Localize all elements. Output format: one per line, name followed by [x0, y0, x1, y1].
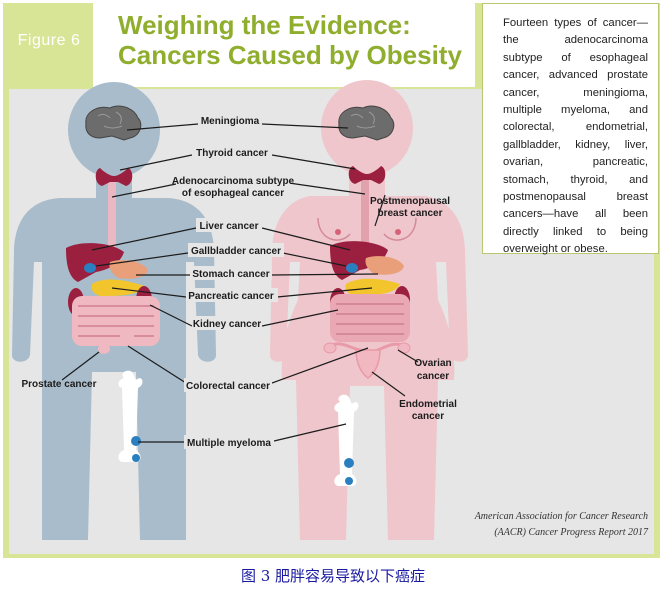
male-marrow-2	[132, 454, 140, 462]
leader-lines	[61, 123, 419, 443]
label-endometrial-line1: Endometrial	[399, 399, 457, 410]
line-thyroid-female	[271, 154, 356, 170]
line-meningioma-female	[261, 123, 349, 129]
label-pancreatic: Pancreatic cancer	[188, 291, 274, 302]
label-liver: Liver cancer	[200, 221, 259, 232]
male-body	[12, 198, 216, 540]
line-kidney-female	[261, 309, 339, 327]
female-brain-folds	[350, 111, 376, 129]
male-prostate	[98, 344, 110, 354]
female-intestines	[330, 294, 410, 342]
label-kidney: Kidney cancer	[193, 319, 261, 330]
male-stomach	[109, 260, 148, 279]
label-stomach: Stomach cancer	[192, 269, 269, 280]
line-stomach-female	[271, 273, 379, 276]
figure-caption: 图 3 肥胖容易导致以下癌症	[240, 567, 426, 585]
source-credit: American Association for Cancer Research…	[420, 509, 648, 541]
label-breast-line2: breast cancer	[377, 208, 442, 219]
female-esophagus	[361, 180, 369, 258]
line-meningioma-male	[126, 123, 199, 131]
line-endometrial	[371, 371, 406, 397]
female-figure	[270, 80, 468, 540]
female-gallbladder	[346, 263, 358, 273]
male-liver	[66, 243, 124, 282]
male-esophagus	[108, 180, 116, 258]
female-liver	[330, 241, 388, 280]
label-meningioma: Meningioma	[201, 116, 260, 127]
female-thyroid	[348, 166, 386, 184]
label-ovarian-line1: Ovarian	[414, 358, 451, 369]
line-colorectal-female	[271, 347, 369, 384]
male-pancreas	[91, 279, 144, 296]
line-pancreatic-male	[111, 287, 187, 298]
label-endometrial-line2: cancer	[412, 411, 444, 422]
male-femur	[118, 370, 143, 462]
line-kidney-male	[149, 304, 193, 327]
line-thyroid-male	[119, 154, 193, 171]
male-marrow-1	[131, 436, 141, 446]
source-line-1: American Association for Cancer Research	[474, 511, 648, 522]
female-marrow-2	[345, 477, 353, 485]
source-line-2: (AACR) Cancer Progress Report 2017	[494, 527, 648, 538]
label-myeloma: Multiple myeloma	[187, 438, 271, 449]
label-adeno-line2: of esophageal cancer	[182, 188, 284, 199]
label-colorectal: Colorectal cancer	[186, 381, 270, 392]
label-adeno-line1: Adenocarcinoma subtype	[172, 176, 295, 187]
title-line-2: Cancers Caused by Obesity	[118, 40, 462, 70]
figure-label: Figure 6	[17, 32, 81, 49]
line-adeno-female	[288, 182, 366, 195]
male-figure	[12, 82, 216, 540]
label-gallbladder: Gallbladder cancer	[191, 246, 281, 257]
line-liver-male	[91, 227, 197, 251]
male-colon-stub	[120, 330, 134, 346]
line-myeloma-female	[273, 423, 347, 442]
title-box	[93, 3, 475, 87]
male-brain	[85, 105, 142, 141]
label-breast-line1: Postmenopausal	[370, 196, 450, 207]
line-breast	[374, 194, 386, 227]
line-gallbladder-male	[95, 252, 189, 267]
female-femur	[334, 394, 359, 486]
line-prostate	[61, 351, 100, 381]
title-line-1: Weighing the Evidence:	[118, 10, 411, 40]
description-box: Fourteen types of cancer—the adenocarcin…	[482, 3, 659, 256]
line-colorectal-male	[127, 345, 187, 384]
male-gallbladder	[84, 263, 96, 273]
female-stomach	[365, 256, 404, 275]
female-marrow-1	[344, 458, 354, 468]
female-breasts	[317, 217, 417, 241]
line-gallbladder-female	[282, 252, 347, 267]
description-text: Fourteen types of cancer—the adenocarcin…	[503, 17, 648, 256]
female-intestine-folds	[336, 303, 404, 335]
line-adeno-male	[111, 183, 177, 198]
labels: Meningioma Thyroid cancer Adenocarcinoma…	[21, 116, 457, 449]
label-prostate: Prostate cancer	[21, 379, 96, 390]
line-liver-female	[261, 227, 351, 251]
female-breast-right	[395, 229, 401, 235]
line-ovarian	[397, 349, 419, 363]
label-ovarian-line2: cancer	[417, 371, 449, 382]
male-intestine-folds	[78, 305, 154, 337]
female-breast-left	[335, 229, 341, 235]
label-thyroid: Thyroid cancer	[196, 148, 268, 159]
male-thyroid	[95, 168, 133, 186]
female-uterus-body	[355, 349, 381, 379]
label-backgrounds	[176, 114, 290, 449]
female-ovary-left	[323, 342, 337, 354]
male-brain-folds	[97, 111, 123, 129]
figure-title: Weighing the Evidence: Cancers Caused by…	[118, 10, 462, 70]
female-pancreas	[345, 278, 400, 296]
male-intestines	[72, 296, 160, 346]
female-brain	[338, 105, 395, 141]
line-pancreatic-female	[276, 287, 373, 298]
